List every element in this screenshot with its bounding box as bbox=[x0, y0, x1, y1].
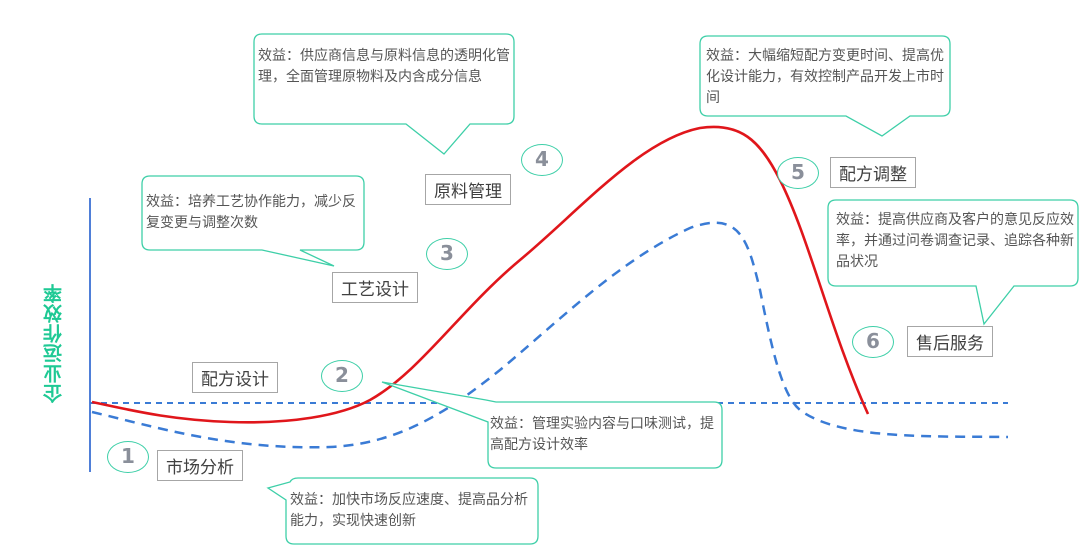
callout-3-text: 效益：培养工艺协作能力，减少反复变更与调整次数 bbox=[146, 194, 356, 231]
callout-4-bubble bbox=[253, 33, 515, 155]
callout-1-bubble bbox=[266, 477, 539, 545]
callout-2-bubble bbox=[381, 381, 723, 469]
stage-label-process-design: 工艺设计 bbox=[332, 272, 418, 303]
callout-6-text: 效益：提高供应商及客户的意见反应效率，并通过问卷调查记录、追踪各种新品状况 bbox=[836, 212, 1074, 270]
stage-label-formula-design: 配方设计 bbox=[192, 362, 278, 393]
stage-number-badge-2: 2 bbox=[321, 360, 363, 392]
stage-label-after-sales: 售后服务 bbox=[907, 326, 993, 357]
stage-label-material-management: 原料管理 bbox=[425, 174, 511, 205]
stage-number-badge-5: 5 bbox=[777, 157, 819, 189]
stage-number-badge-6: 6 bbox=[852, 326, 894, 358]
callout-2-text: 效益：管理实验内容与口味测试，提高配方设计效率 bbox=[490, 416, 714, 453]
stage-label-formula-adjustment: 配方调整 bbox=[830, 157, 916, 188]
solid-efficiency-curve bbox=[91, 125, 870, 424]
callout-1-text: 效益：加快市场反应速度、提高品分析能力，实现快速创新 bbox=[290, 492, 528, 529]
callout-6-bubble bbox=[827, 199, 1079, 326]
stage-number-badge-1: 1 bbox=[107, 441, 149, 473]
callout-5-bubble bbox=[699, 35, 951, 137]
callout-5-text: 效益：大幅缩短配方变更时间、提高优化设计能力，有效控制产品开发上市时间 bbox=[706, 48, 944, 106]
callout-3-bubble bbox=[141, 175, 365, 267]
callout-4-text: 效益：供应商信息与原料信息的透明化管理，全面管理原物料及内含成分信息 bbox=[258, 48, 510, 85]
stage-label-market-analysis: 市场分析 bbox=[157, 450, 243, 481]
dashed-efficiency-curve bbox=[91, 221, 1009, 449]
stage-number-badge-3: 3 bbox=[426, 238, 468, 270]
stage-number-badge-4: 4 bbox=[521, 144, 563, 176]
y-axis-label: 企业运作效率 bbox=[43, 283, 65, 403]
